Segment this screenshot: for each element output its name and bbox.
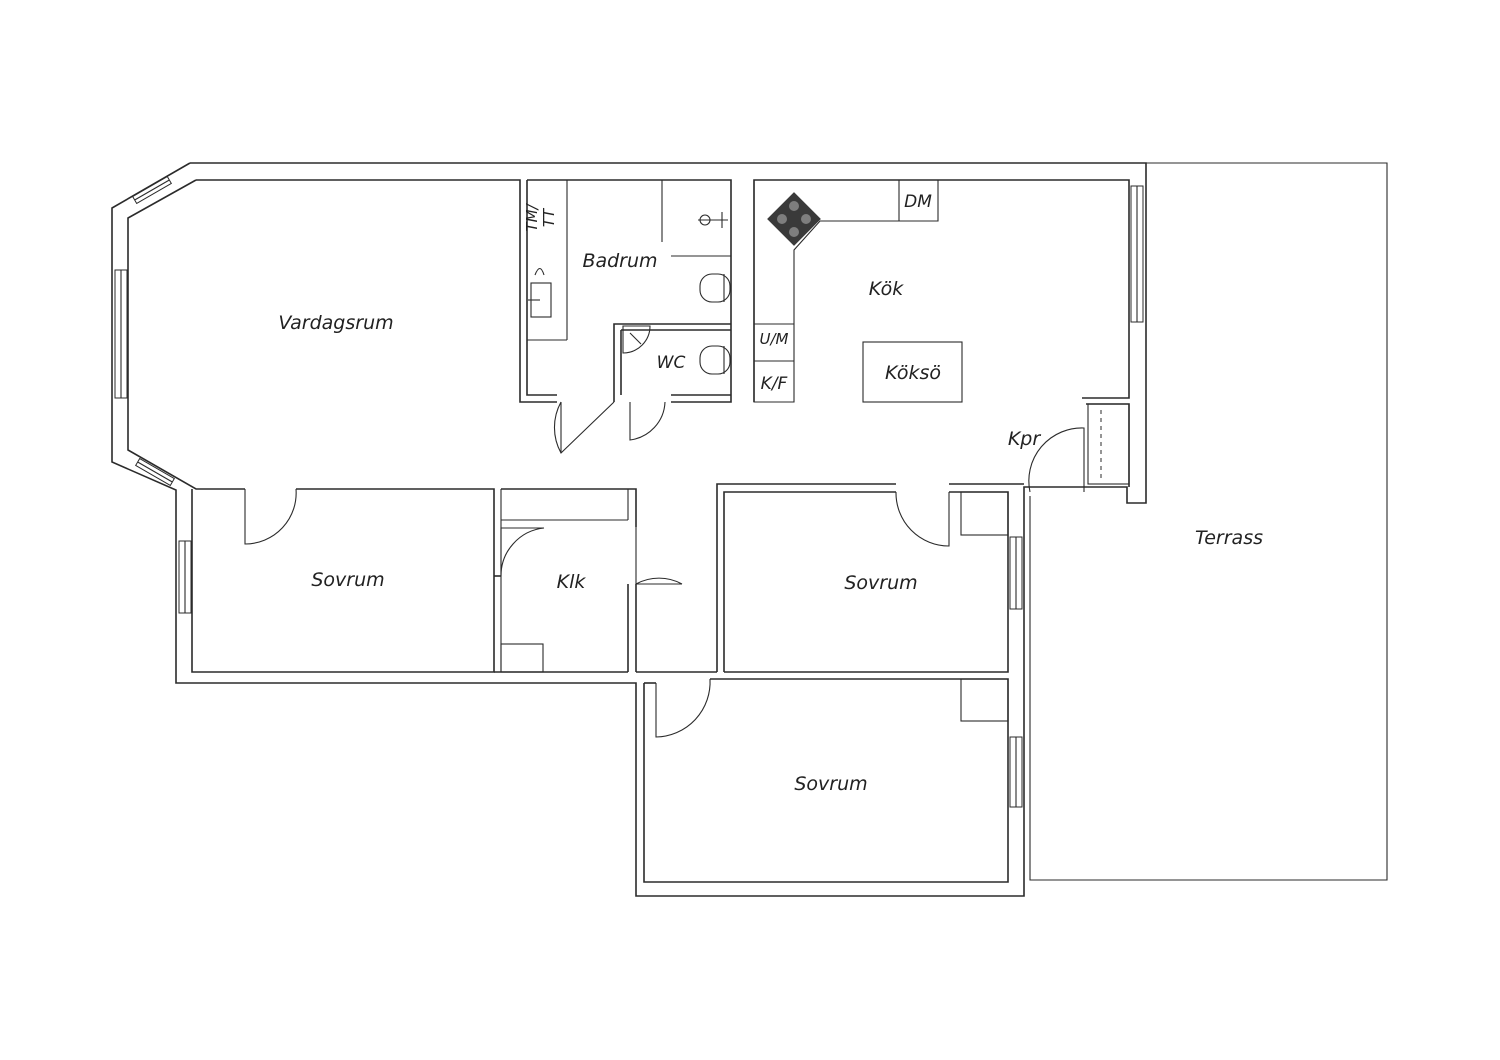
label-sovrum-2: Sovrum [844,572,917,594]
toilet-icon [699,273,731,375]
label-sovrum-1: Sovrum [311,569,384,591]
label-kpr: Kpr [1008,428,1042,450]
shower-icon [698,212,728,228]
terrace [1029,162,1388,881]
label-dm: DM [904,192,932,212]
sink-icon [528,267,552,318]
windows [114,175,1144,808]
label-badrum: Badrum [582,250,657,272]
kitchen-island [862,341,963,403]
label-kf: K/F [761,374,788,394]
label-vardagsrum: Vardagsrum [278,312,393,334]
label-sovrum-3: Sovrum [794,773,867,795]
bath-block [526,179,732,403]
bedroom-walls [494,483,1024,883]
label-wc: WC [657,353,686,373]
pantry-cabinet [1087,403,1130,485]
label-kokso: Köksö [885,362,941,384]
room-labels: Vardagsrum Badrum WC Kök DM U/M K/F Köks… [278,192,1263,795]
wc-sink-icon [622,325,651,354]
kitchen-block [753,179,1130,487]
doors [244,401,1085,738]
label-kok: Kök [869,278,904,300]
stove-icon [767,192,821,246]
outer-walls [111,162,1147,897]
label-klk: Klk [557,571,587,593]
label-terrass: Terrass [1195,527,1263,549]
label-tm: TM/TT [523,202,558,231]
label-um: U/M [760,330,789,348]
